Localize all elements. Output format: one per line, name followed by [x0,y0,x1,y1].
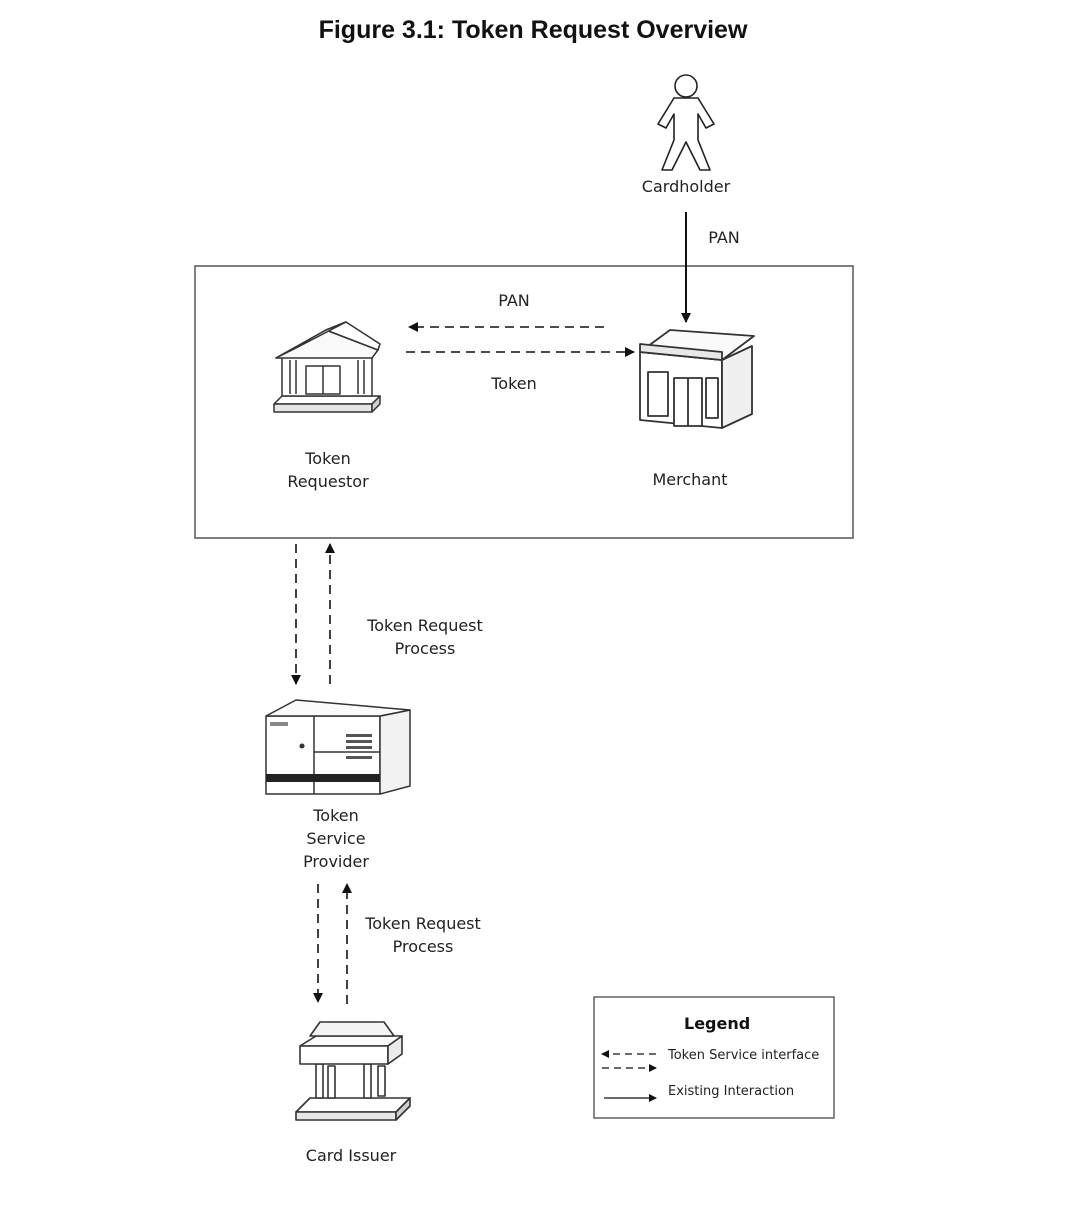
legend-item-existing-interaction: Existing Interaction [668,1084,795,1099]
server-icon [265,699,411,795]
cardholder-merchant-edge-label: PAN [708,228,740,247]
tsp-label-line1: Token [313,806,359,825]
cardholder-icon [657,74,715,171]
requestor-merchant-edge-label: Token [491,374,537,393]
token-requestor-label-line2: Requestor [287,472,369,491]
cardholder-label: Cardholder [641,177,731,196]
card-issuer-label: Card Issuer [305,1146,397,1165]
tsp-label: Token Service Provider [276,804,396,873]
bank-building-icon [273,321,381,413]
requestor-tsp-edge-label: Token Request Process [350,614,500,660]
tsp-issuer-edge-label-line1: Token Request [365,914,481,933]
tsp-label-line2: Service [306,829,366,848]
figure-title: Figure 3.1: Token Request Overview [318,16,748,44]
legend-title: Legend [684,1014,751,1033]
requestor-merchant-boundary [194,265,854,539]
tsp-issuer-edge-label: Token Request Process [348,912,498,958]
tsp-label-line3: Provider [303,852,369,871]
merchant-requestor-edge-label: PAN [498,291,530,310]
store-icon [639,329,755,429]
requestor-tsp-edge-label-line2: Process [394,639,456,658]
institution-icon [295,1021,411,1121]
legend-item-token-service-interface: Token Service interface [668,1048,820,1063]
token-requestor-label: Token Requestor [268,447,388,493]
tsp-issuer-edge-label-line2: Process [392,937,454,956]
requestor-tsp-edge-label-line1: Token Request [367,616,483,635]
merchant-label: Merchant [652,470,728,489]
token-requestor-label-line1: Token [305,449,351,468]
